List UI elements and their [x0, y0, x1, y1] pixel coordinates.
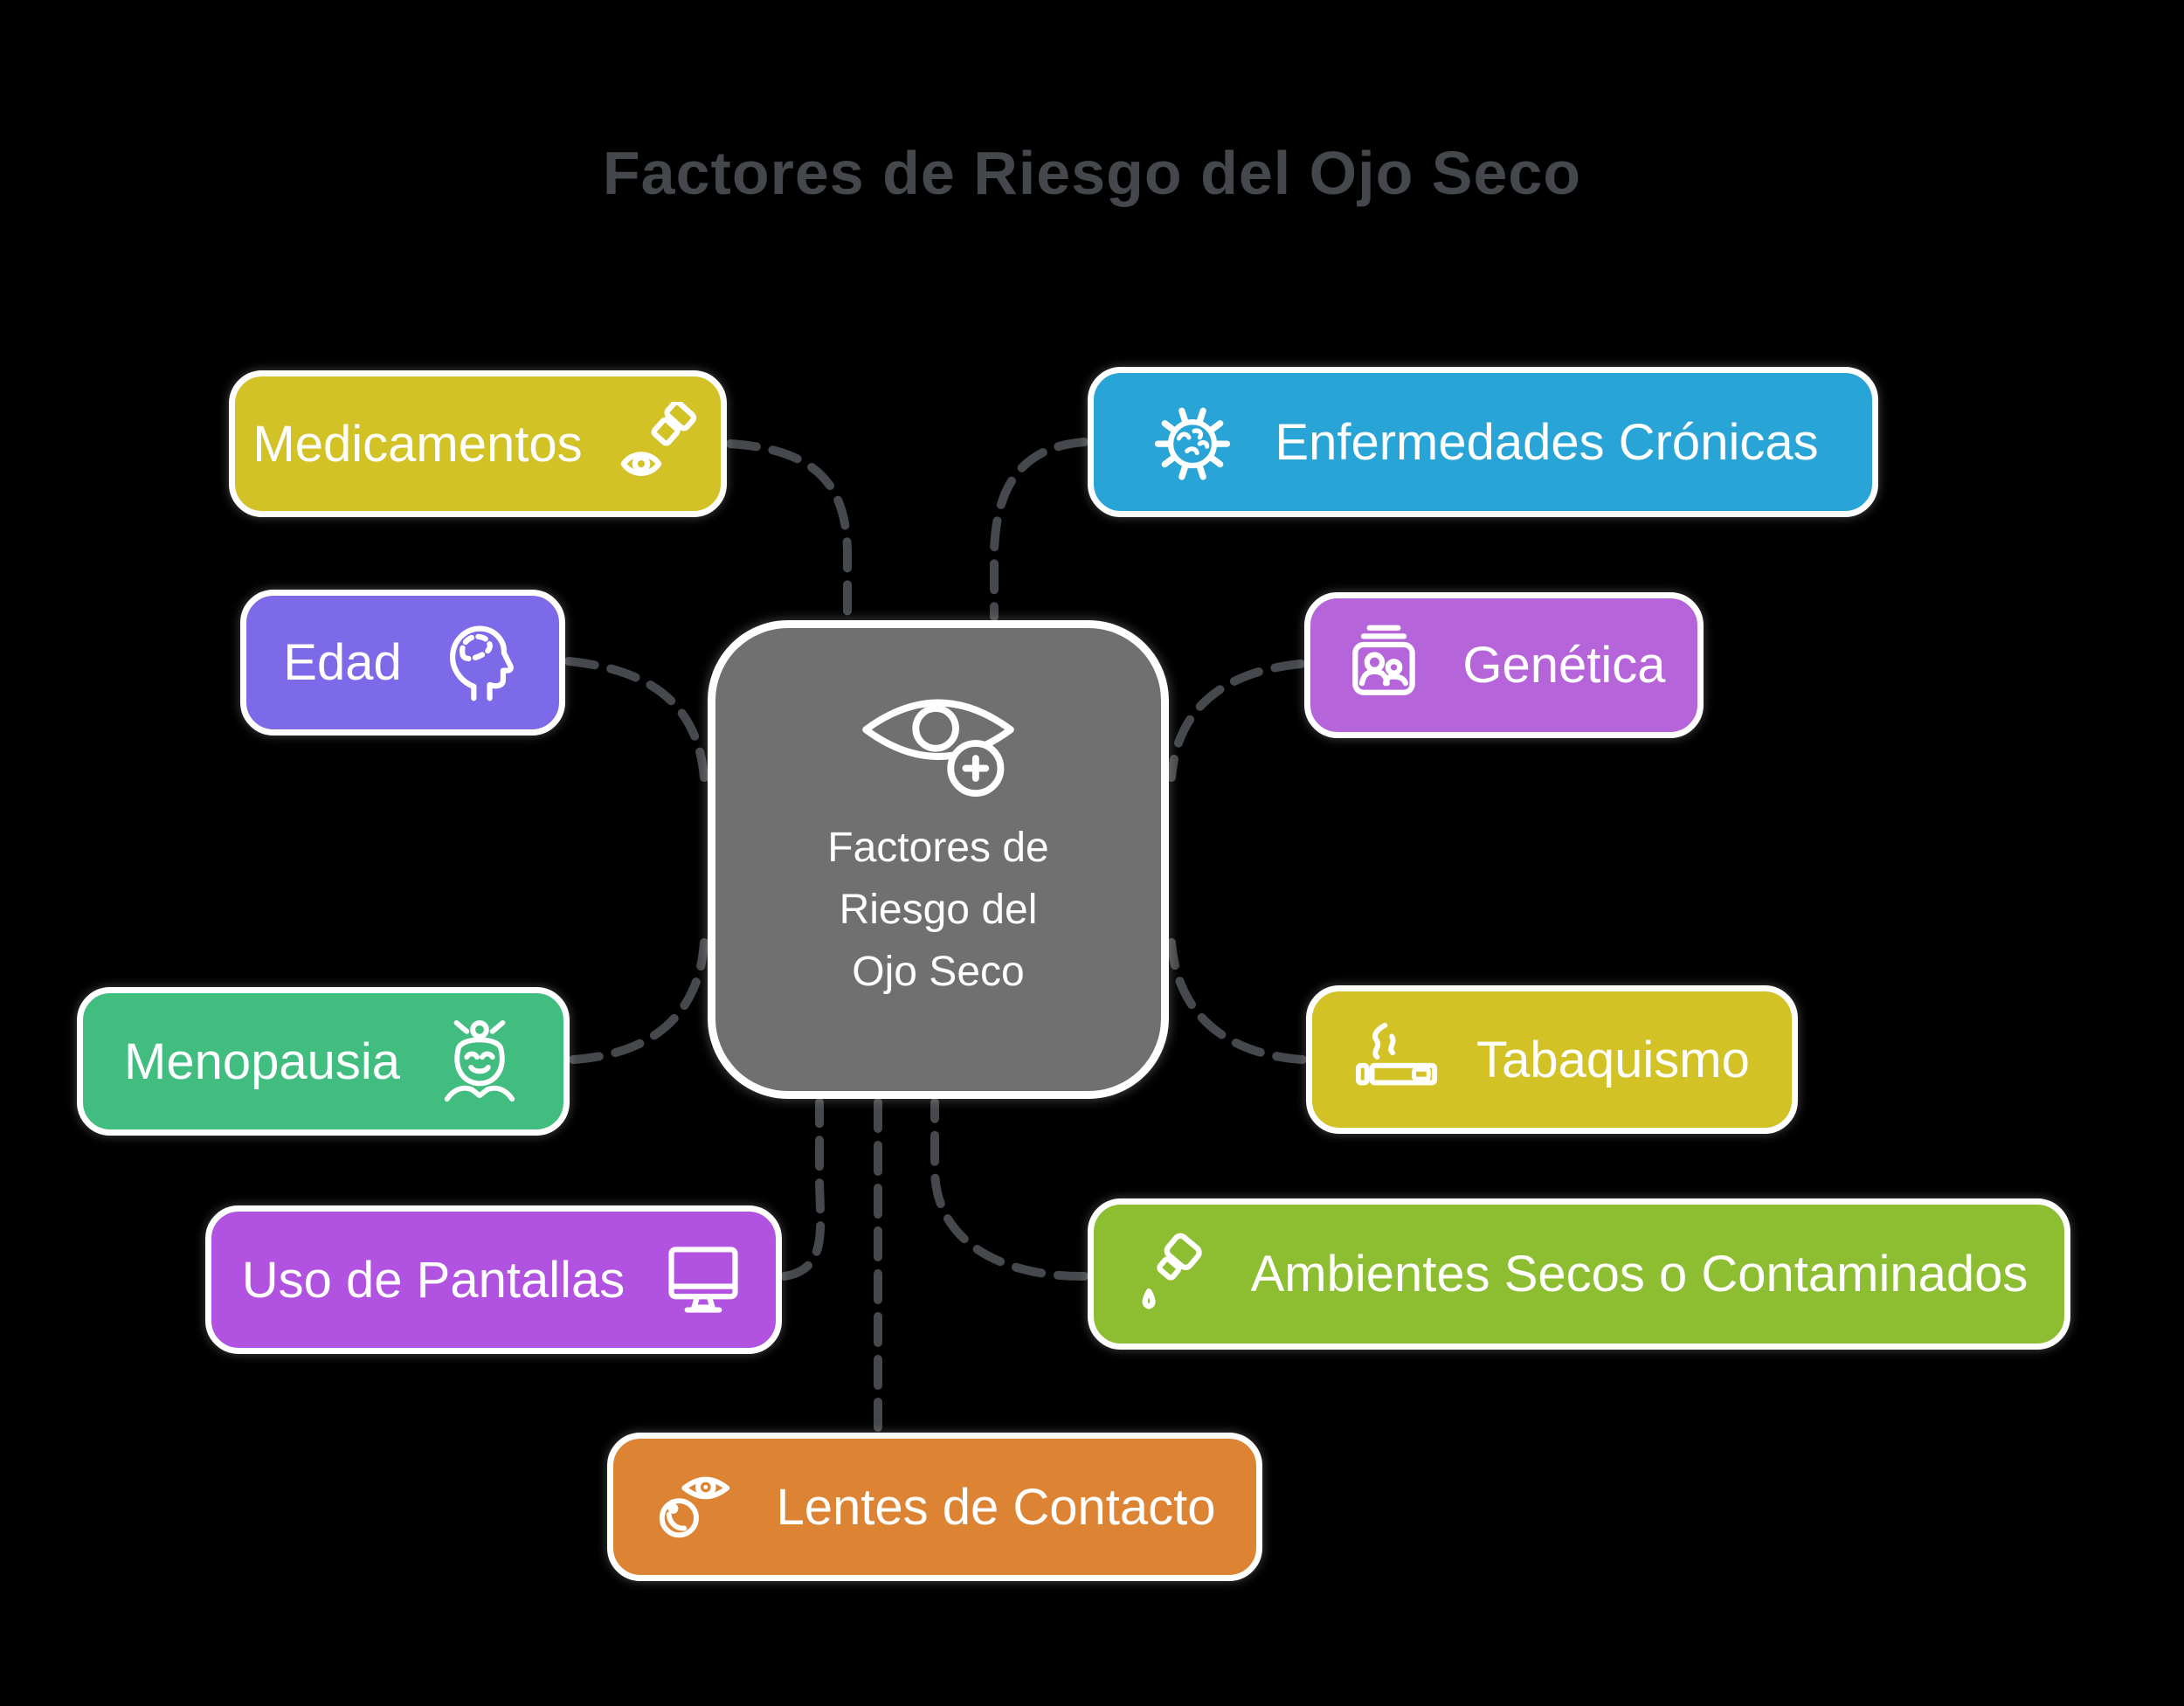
- node-label: Uso de Pantallas: [241, 1251, 625, 1309]
- node-label: Genética: [1462, 637, 1666, 694]
- connector-enfermedades: [990, 438, 1089, 621]
- center-line-1: Factores de: [827, 825, 1049, 871]
- head-brain-icon: [449, 625, 514, 701]
- connector-uso-pantallas: [780, 1098, 826, 1281]
- connector-ambientes: [930, 1098, 1089, 1281]
- virus-icon: [1155, 407, 1231, 480]
- node-genetica: Genética: [1304, 592, 1704, 738]
- cigarette-icon: [1356, 1022, 1438, 1086]
- node-ambientes-secos: Ambientes Secos o Contaminados: [1088, 1198, 2070, 1350]
- node-label: Tabaquismo: [1476, 1031, 1750, 1088]
- eye-dropper-icon: [620, 402, 696, 476]
- node-uso-pantallas: Uso de Pantallas: [205, 1205, 782, 1354]
- connector-menopausia: [569, 938, 708, 1064]
- center-node-label: Factores de Riesgo del Ojo Seco: [827, 817, 1048, 1003]
- node-label: Ambientes Secos o Contaminados: [1250, 1246, 2028, 1302]
- eye-plus-icon: [862, 699, 1014, 798]
- center-line-2: Riesgo del: [839, 887, 1038, 933]
- node-label: Menopausia: [124, 1033, 400, 1090]
- node-lentes-contacto: Lentes de Contacto: [607, 1433, 1262, 1581]
- node-enfermedades-cronicas: Enfermedades Crónicas: [1088, 367, 1878, 517]
- node-label: Edad: [283, 634, 402, 691]
- center-node-factores-riesgo: Factores de Riesgo del Ojo Seco: [708, 620, 1169, 1099]
- node-menopausia: Menopausia: [77, 987, 570, 1136]
- node-label: Medicamentos: [252, 415, 583, 473]
- node-tabaquismo: Tabaquismo: [1306, 985, 1798, 1134]
- node-label: Enfermedades Crónicas: [1275, 413, 1819, 471]
- family-photos-icon: [1352, 625, 1416, 695]
- dropper-bottle-icon: [1142, 1233, 1202, 1309]
- page-title: Factores de Riesgo del Ojo Seco: [602, 139, 1582, 207]
- monitor-icon: [668, 1247, 738, 1313]
- connector-medicamentos: [726, 439, 852, 621]
- center-line-3: Ojo Seco: [852, 949, 1025, 995]
- connector-edad: [564, 657, 708, 782]
- older-woman-icon: [444, 1019, 515, 1102]
- connector-genetica: [1167, 660, 1305, 782]
- node-medicamentos: Medicamentos: [229, 370, 727, 517]
- contact-lens-icon: [660, 1476, 730, 1538]
- connector-tabaquismo: [1167, 938, 1307, 1064]
- node-edad: Edad: [240, 590, 565, 736]
- node-label: Lentes de Contacto: [776, 1478, 1216, 1536]
